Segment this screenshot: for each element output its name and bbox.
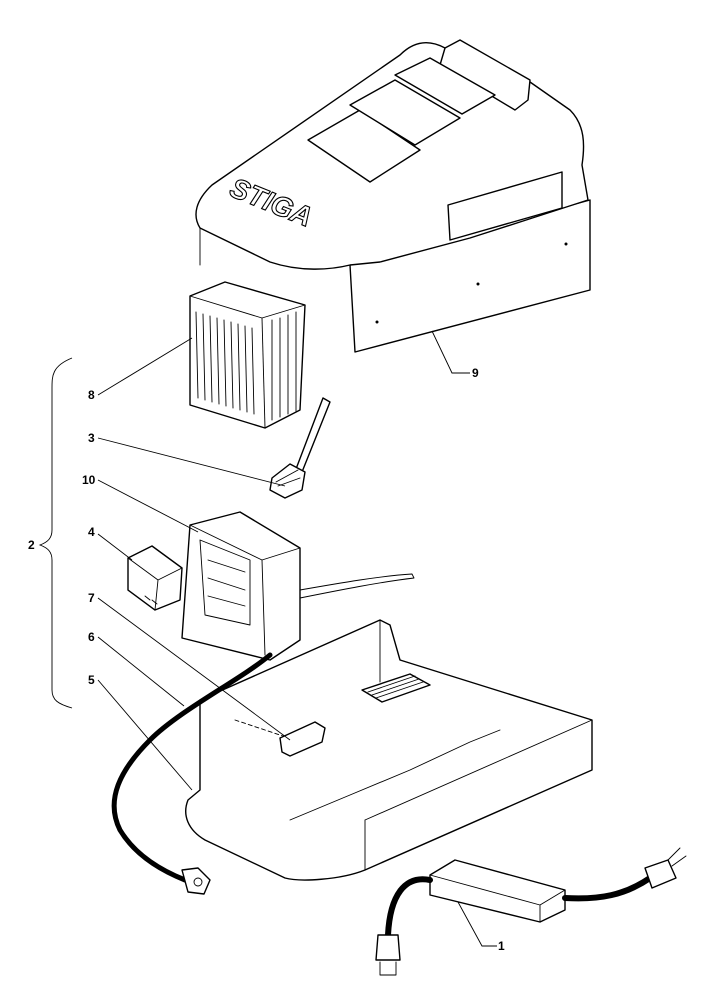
leader-lines	[97, 330, 497, 947]
callout-4: 4	[88, 525, 95, 539]
power-supply	[375, 847, 687, 976]
callout-2: 2	[28, 538, 35, 552]
electronic-module	[127, 545, 183, 611]
group-bracket	[38, 357, 73, 709]
terminal-block	[279, 721, 326, 757]
chassis-plate	[185, 619, 593, 881]
callout-labels: 1 2 3 4 5 6 7 8 9 10	[28, 366, 505, 953]
callout-8: 8	[88, 388, 95, 402]
battery-connector	[269, 397, 331, 499]
callout-3: 3	[88, 431, 95, 445]
callout-6: 6	[88, 630, 95, 644]
callout-9: 9	[472, 366, 479, 380]
callout-7: 7	[88, 591, 95, 605]
callout-1: 1	[498, 939, 505, 953]
battery-housing	[181, 511, 415, 661]
callout-10: 10	[82, 473, 96, 487]
power-cable	[111, 652, 273, 895]
battery-pack	[189, 281, 306, 429]
body-cover: STIGA	[195, 39, 591, 353]
callout-5: 5	[88, 673, 95, 687]
